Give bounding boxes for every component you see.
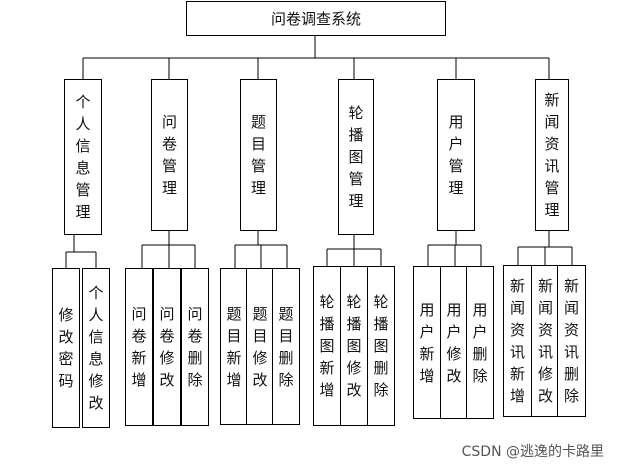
leaf-label: 轮播图修改 [346,293,362,399]
module-label: 问卷管理 [161,113,177,197]
leaf-edit-personal-info: 个人信息修改 [82,268,110,428]
watermark: CSDN @逃逸的卡路里 [461,444,604,460]
leaf-label: 新闻资讯删除 [563,277,579,405]
module-label: 轮播图管理 [348,104,364,210]
leaf-label: 新闻资讯新增 [509,277,525,405]
module-box-personal-info: 个人信息管理 [64,79,102,235]
leaf-label: 用户新增 [419,300,435,385]
leaf-questionnaire-add: 问卷新增 [125,268,153,426]
leaf-label: 个人信息修改 [88,284,104,412]
leaf-label: 问卷修改 [159,305,175,389]
leaf-carousel-add: 轮播图新增 [313,266,341,426]
leaf-label: 用户修改 [446,300,462,385]
leaf-label: 题目修改 [252,304,268,389]
module-box-news: 新闻资讯管理 [535,79,569,231]
leaf-user-edit: 用户修改 [440,266,468,419]
leaf-question-delete: 题目删除 [272,268,300,425]
leaf-news-add: 新闻资讯新增 [503,265,532,417]
leaf-news-edit: 新闻资讯修改 [531,265,560,417]
leaf-user-add: 用户新增 [413,266,441,419]
root-node: 问卷调查系统 [186,1,446,36]
leaf-label: 轮播图新增 [319,293,335,399]
module-box-user: 用户管理 [437,79,475,231]
leaf-label: 用户删除 [472,300,488,385]
module-box-carousel: 轮播图管理 [338,79,374,235]
module-label: 题目管理 [250,113,266,197]
leaf-label: 问卷删除 [187,305,203,389]
leaf-label: 修改密码 [58,306,74,390]
leaf-question-edit: 题目修改 [246,268,274,425]
leaf-label: 题目删除 [278,304,294,389]
leaf-questionnaire-edit: 问卷修改 [153,268,181,426]
module-label: 新闻资讯管理 [544,91,560,219]
leaf-question-add: 题目新增 [220,268,248,425]
leaf-carousel-delete: 轮播图删除 [367,266,395,426]
leaf-news-delete: 新闻资讯删除 [557,265,586,417]
leaf-carousel-edit: 轮播图修改 [340,266,368,426]
leaf-user-delete: 用户删除 [466,266,494,419]
module-label: 用户管理 [448,113,464,197]
module-box-question: 题目管理 [240,79,277,231]
leaf-label: 轮播图删除 [373,293,389,399]
root-label: 问卷调查系统 [270,9,361,28]
module-box-questionnaire: 问卷管理 [151,79,188,231]
leaf-label: 新闻资讯修改 [537,277,553,405]
leaf-label: 题目新增 [226,304,242,389]
module-label: 个人信息管理 [75,93,91,221]
leaf-change-password: 修改密码 [52,268,80,428]
leaf-questionnaire-delete: 问卷删除 [181,268,209,426]
leaf-label: 问卷新增 [131,305,147,389]
